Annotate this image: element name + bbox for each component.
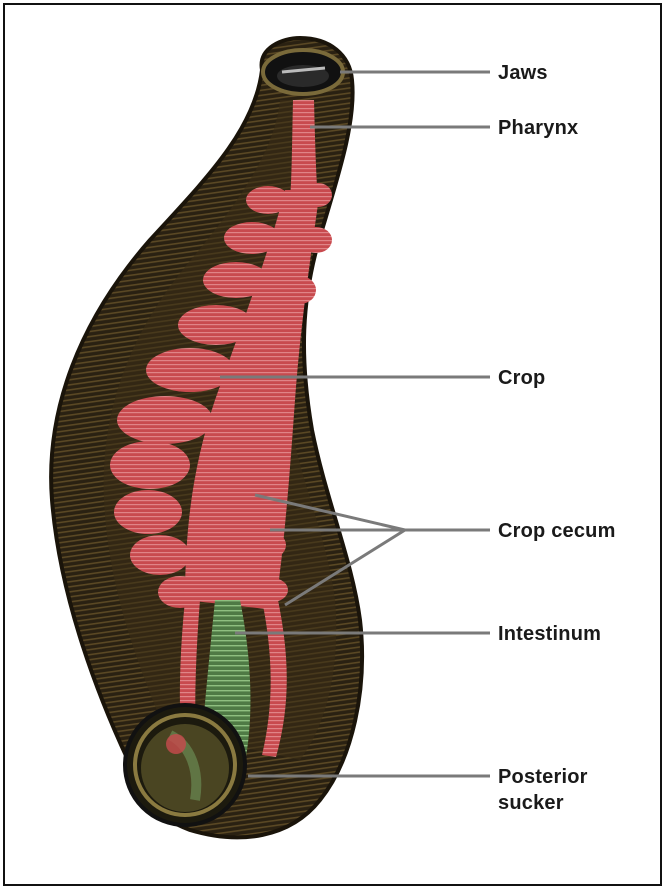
label-jaws: Jaws xyxy=(498,61,548,85)
label-pharynx: Pharynx xyxy=(498,116,578,140)
label-posterior: Posterior xyxy=(498,765,588,789)
label-crop: Crop xyxy=(498,366,545,390)
label-sucker: sucker xyxy=(498,791,564,815)
label-intestinum: Intestinum xyxy=(498,622,601,646)
label-crop-cecum: Crop cecum xyxy=(498,519,616,543)
